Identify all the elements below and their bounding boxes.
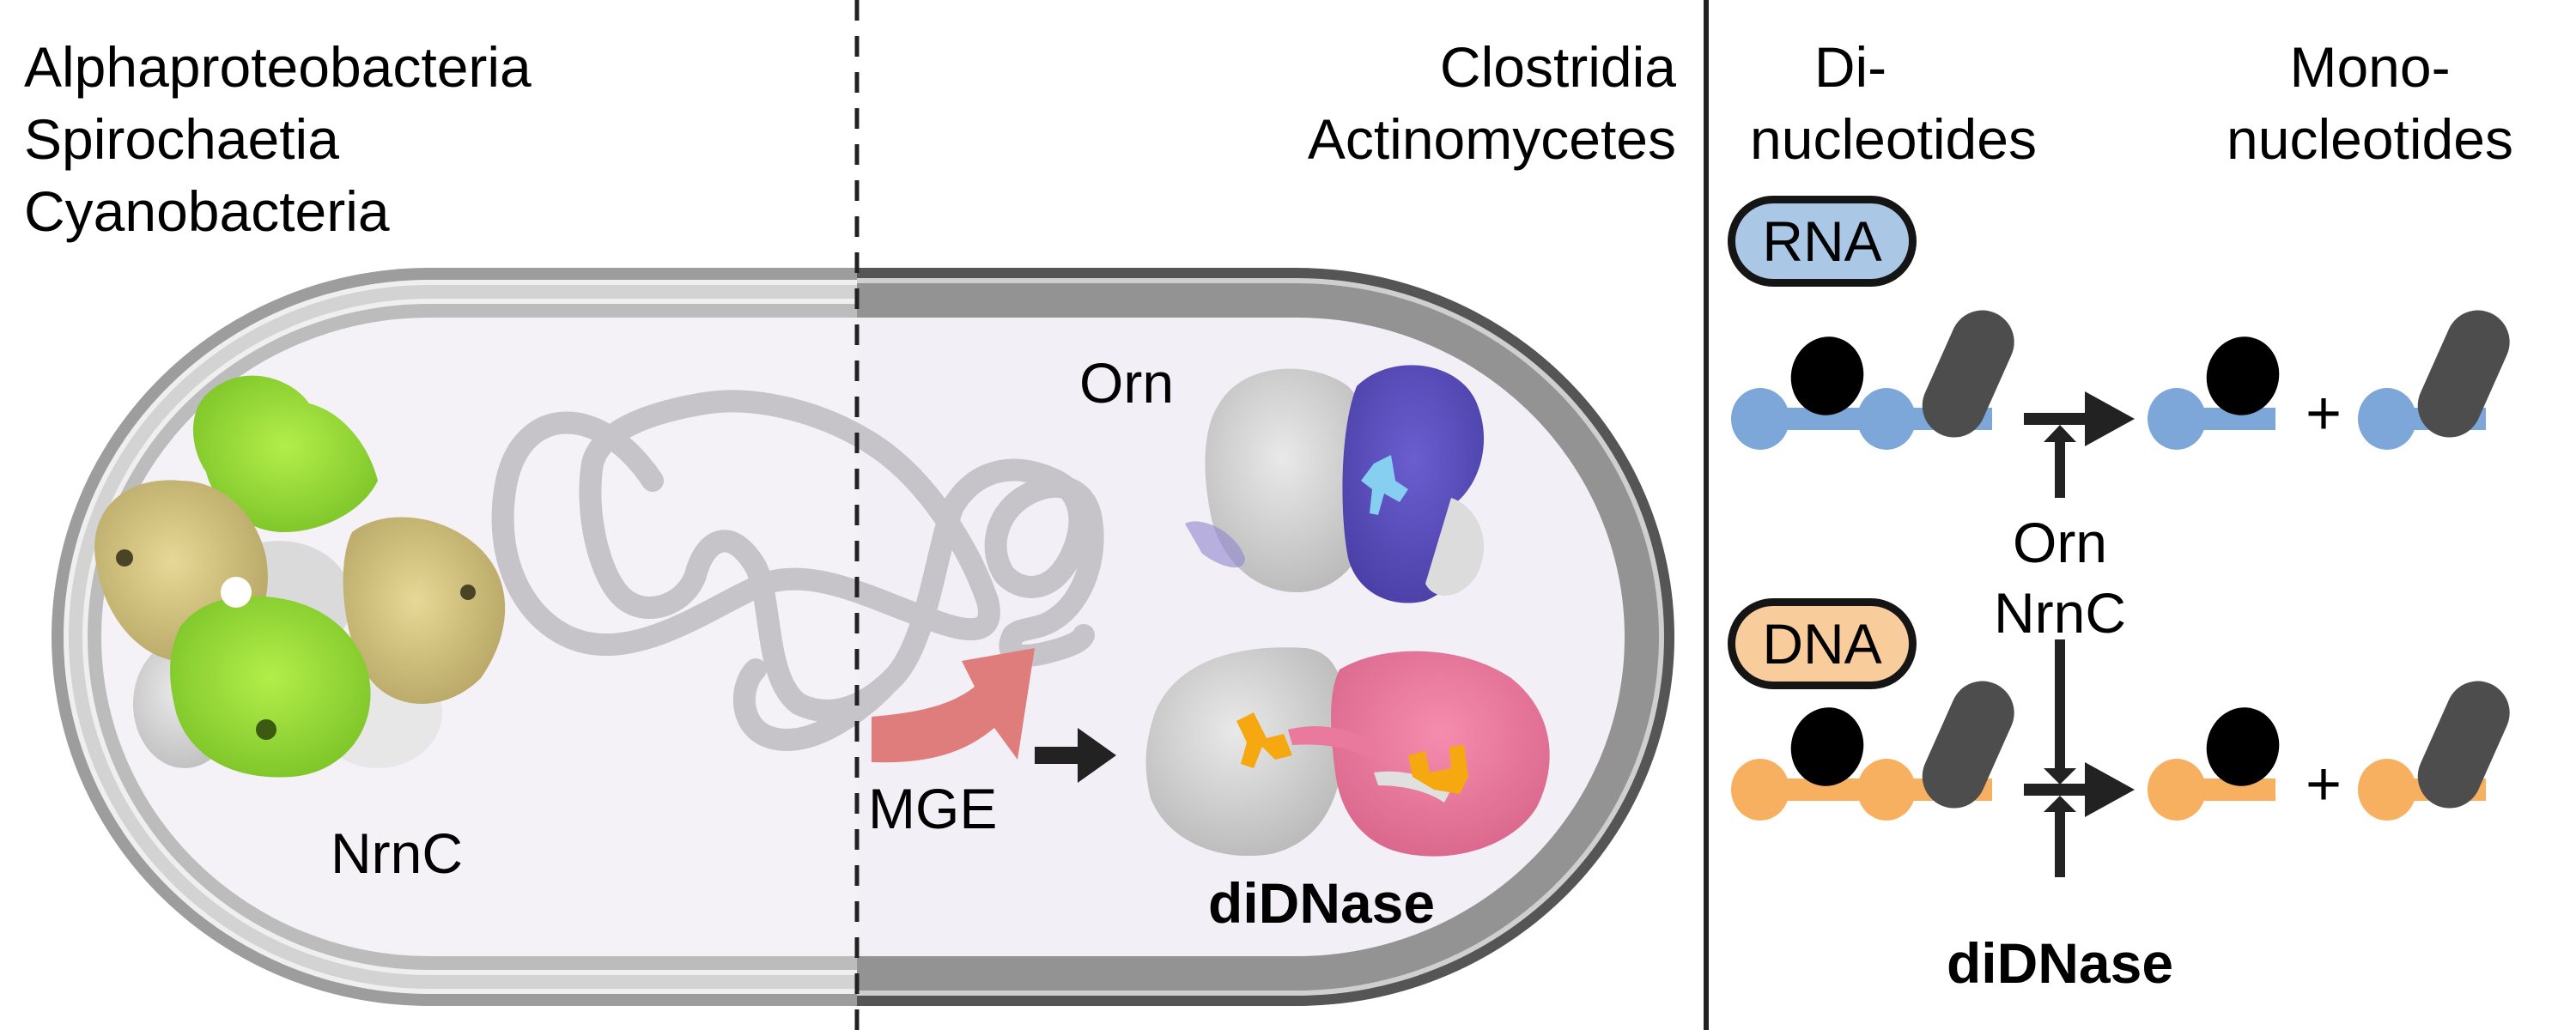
col-header-mono-text: Mono- <box>2289 35 2451 99</box>
col-header-mono-text2: nucleotides <box>2227 107 2513 171</box>
orn-label: Orn <box>1079 351 1175 415</box>
taxon-cyanobacteria: Cyanobacteria <box>24 179 390 243</box>
dna-mononucleotide-2 <box>2358 681 2510 821</box>
enzyme-orn-text: Orn <box>2012 511 2108 574</box>
dna-reaction-arrow <box>2024 639 2135 877</box>
col-header-di-text2: nucleotides <box>1750 107 2037 171</box>
col-header-di-text: Di- <box>1814 35 1887 99</box>
rna-plus-sign: + <box>2306 379 2342 448</box>
mge-label: MGE <box>868 777 998 840</box>
rna-mononucleotide-1 <box>2148 336 2280 450</box>
dna-dinucleotide <box>1731 681 2014 821</box>
dna-badge: DNA <box>1728 598 1917 689</box>
dna-reaction <box>1731 681 2510 821</box>
rna-reaction <box>1731 310 2510 450</box>
taxon-alphaproteobacteria: Alphaproteobacteria <box>24 35 532 99</box>
taxon-actinomycetes: Actinomycetes <box>1307 107 1676 171</box>
chromosome <box>491 390 1104 751</box>
nrnc-label: NrnC <box>331 821 464 885</box>
taxon-spirochaetia: Spirochaetia <box>24 107 339 171</box>
dna-mononucleotide-1 <box>2148 707 2280 821</box>
mge-arrow <box>872 648 1035 763</box>
rna-badge: RNA <box>1728 196 1917 287</box>
orn-structure <box>1185 365 1485 603</box>
dna-plus-sign: + <box>2306 750 2342 819</box>
rna-mononucleotide-2 <box>2358 310 2510 450</box>
nrnc-structure <box>94 375 506 778</box>
enzyme-nrnc-text: NrnC <box>1994 581 2127 645</box>
mge-to-didnase-arrow <box>1035 728 1116 783</box>
rna-dinucleotide <box>1731 310 2014 450</box>
rna-reaction-arrow <box>2024 391 2135 498</box>
enzyme-didnase-text: diDNase <box>1946 931 2174 995</box>
taxon-clostridia: Clostridia <box>1439 35 1676 99</box>
didnase-structure-label: diDNase <box>1208 871 1436 935</box>
didnase-structure <box>1145 647 1550 857</box>
